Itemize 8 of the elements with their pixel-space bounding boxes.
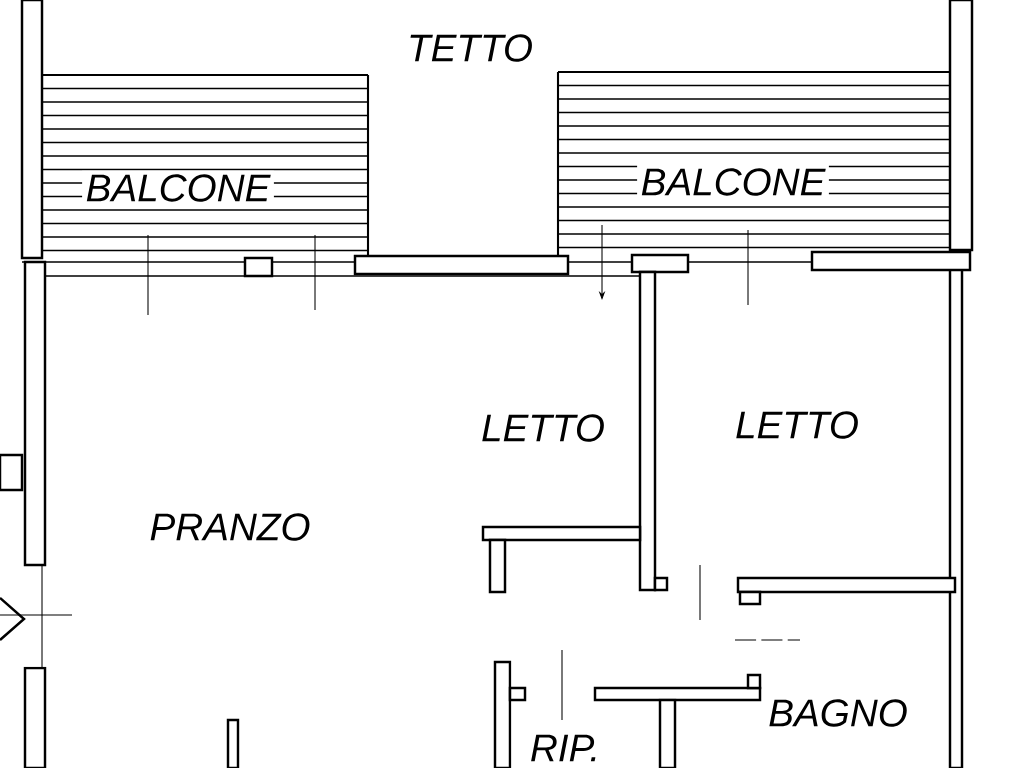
room-label: BAGNO [764,695,912,731]
room-label: LETTO [477,410,609,446]
room-label: LETTO [731,407,863,443]
room-label: TETTO [403,30,537,66]
room-label: BALCONE [637,164,829,200]
room-label: RIP. [526,731,604,765]
room-label: PRANZO [145,509,315,545]
room-label: BALCONE [82,170,274,206]
